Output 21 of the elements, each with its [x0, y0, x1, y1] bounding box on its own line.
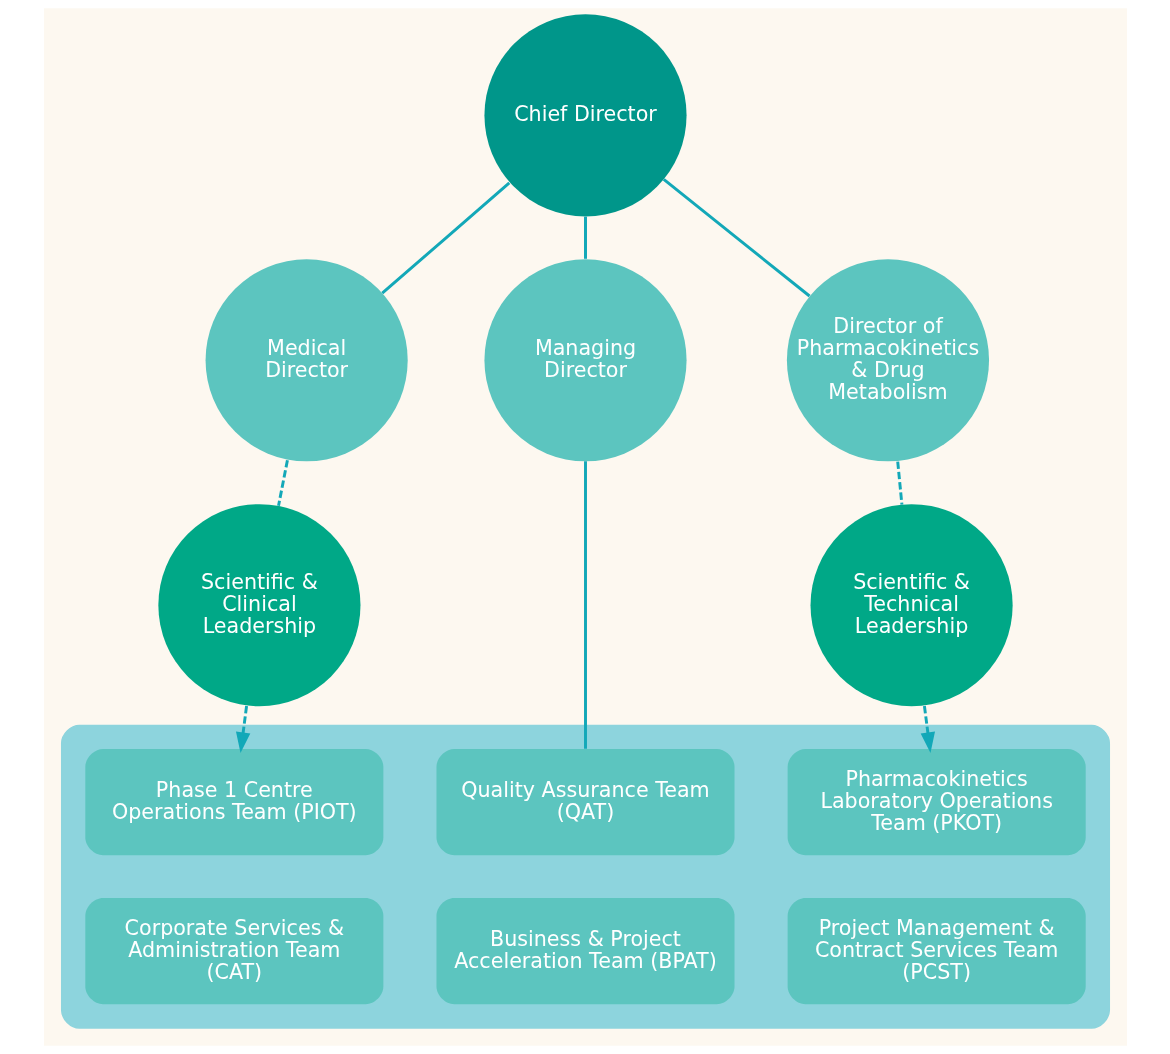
connector: [583, 216, 587, 259]
node-box: Quality Assurance Team (QAT): [436, 749, 734, 856]
node-box: Pharmacokinetics Laboratory Operations Team (PKOT): [787, 749, 1086, 856]
arrow: [235, 705, 250, 754]
connector: [895, 461, 903, 505]
connector: [662, 178, 810, 298]
connector: [583, 461, 587, 749]
node-circle: Director of Pharmacokinetics & Drug Metabolism: [786, 259, 989, 462]
arrow: [920, 705, 935, 754]
node-box: Phase 1 Centre Operations Team (PIOT): [84, 749, 383, 856]
cluster: [60, 724, 1110, 1029]
node-circle: Managing Director: [483, 259, 687, 462]
node-circle: Scientific & Technical Leadership: [810, 504, 1013, 707]
connector: [276, 459, 289, 507]
node-circle: Chief Director: [483, 14, 687, 217]
node-circle: Scientific & Clinical Leadership: [157, 504, 360, 707]
node-circle: Medical Director: [205, 259, 408, 462]
node-box: Project Management & Contract Services Team (PCST): [787, 898, 1086, 1005]
node-box: Business & Project Acceleration Team (BPAT): [436, 898, 734, 1005]
node-box: Corporate Services & Administration Team (CAT): [84, 898, 383, 1005]
connector: [380, 181, 510, 295]
